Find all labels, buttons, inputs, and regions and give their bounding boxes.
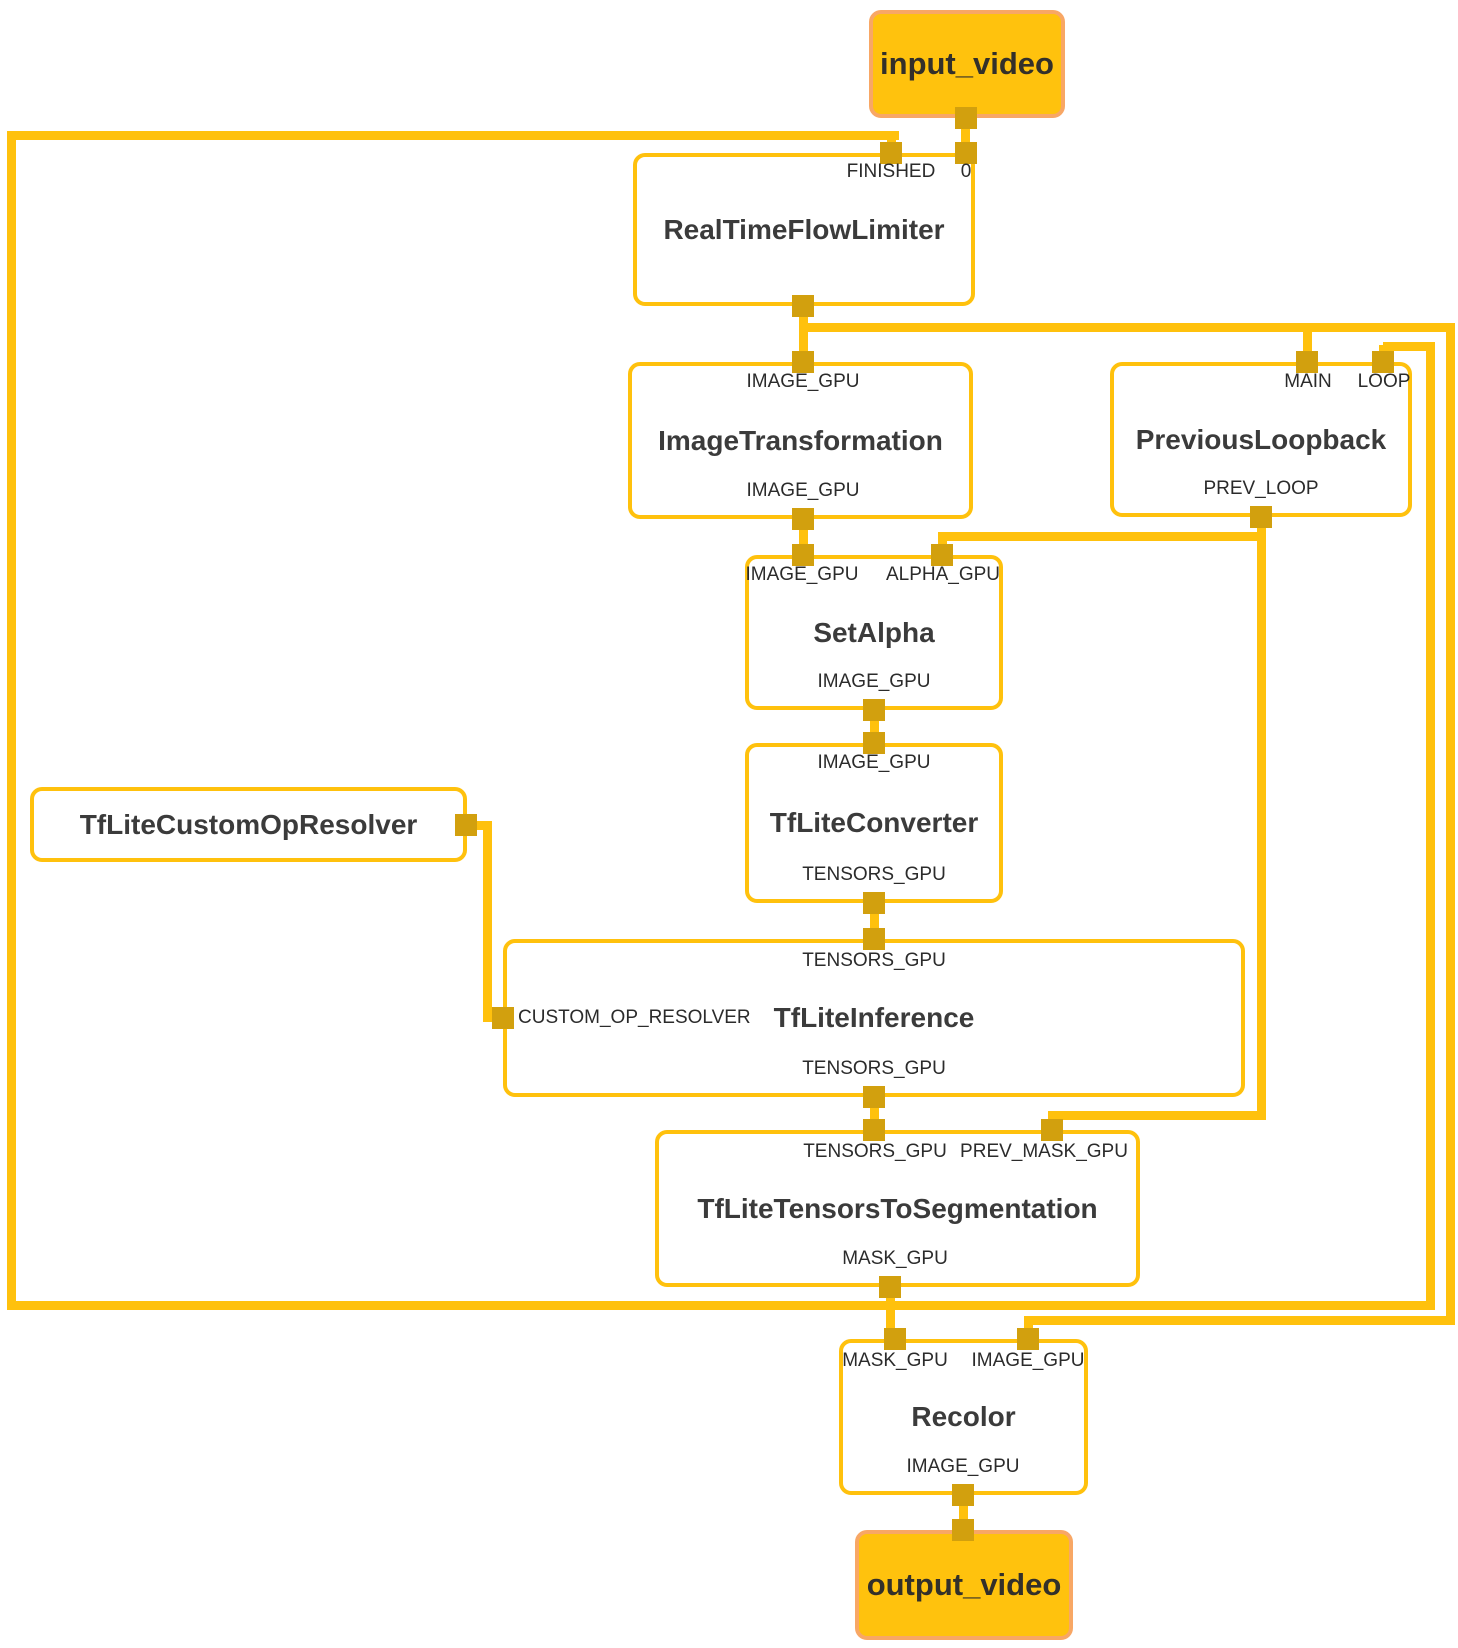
node-input-video[interactable]: input_video (869, 10, 1065, 118)
edge-mask-to-finished-left (7, 131, 16, 1310)
port-imagetransformation-out (792, 508, 814, 530)
node-title: TfLiteConverter (769, 807, 979, 838)
edge-converter-to-inference (870, 903, 879, 939)
edge-mask-to-loop-horizontal (1383, 342, 1435, 351)
edge-imagetransformation-to-setalpha (799, 519, 808, 555)
port-label-alpha-gpu-in: ALPHA_GPU (885, 564, 1001, 585)
node-tflitecustomopresolver[interactable]: TfLiteCustomOpResolver (30, 787, 467, 862)
node-previousloopback[interactable]: PreviousLoopback (1110, 362, 1412, 517)
port-imagetransformation-in (792, 351, 814, 373)
edge-flow-limiter-out-vertical (799, 306, 808, 362)
node-title: ImageTransformation (658, 424, 943, 456)
edge-branch-right-vertical (1446, 323, 1455, 1325)
port-recolor-out (952, 1484, 974, 1506)
port-output-video-in (952, 1519, 974, 1541)
edge-resolver-vertical (483, 821, 492, 1022)
port-label-finished: FINISHED (846, 161, 936, 182)
edge-inference-to-segmentation (870, 1097, 879, 1130)
port-segmentation-mask-out (879, 1276, 901, 1298)
edge-branch-to-recolor-drop (1024, 1316, 1033, 1339)
port-setalpha-image-in (792, 544, 814, 566)
port-label-tensors-gpu-in: TENSORS_GPU (803, 1141, 947, 1162)
edge-mask-bottom-horizontal (7, 1301, 1435, 1310)
port-label-image-gpu-in: IMAGE_GPU (746, 371, 860, 392)
port-converter-in (863, 732, 885, 754)
port-resolver-out (455, 814, 477, 836)
port-flowlimiter-finished (880, 142, 902, 164)
port-label-tensors-gpu-out: TENSORS_GPU (802, 864, 946, 885)
port-converter-out (863, 892, 885, 914)
edge-flow-limiter-out-branch (799, 323, 1455, 332)
node-title: TfLiteInference (773, 1002, 975, 1033)
node-title: TfLiteCustomOpResolver (79, 808, 418, 840)
port-label-mask-gpu-in: MASK_GPU (842, 1350, 948, 1371)
port-label-image-gpu-in: IMAGE_GPU (971, 1350, 1085, 1371)
port-label-image-gpu-out: IMAGE_GPU (906, 1456, 1020, 1477)
node-title: SetAlpha (813, 616, 935, 648)
port-flowlimiter-zero (955, 142, 977, 164)
edge-input-video-to-flow-limiter (961, 118, 970, 153)
edge-branch-to-recolor-horizontal (1024, 1316, 1455, 1325)
port-label-tensors-gpu-in: TENSORS_GPU (802, 950, 946, 971)
port-label-custom-op-resolver: CUSTOM_OP_RESOLVER (518, 1007, 751, 1028)
port-recolor-mask-in (884, 1328, 906, 1350)
port-label-loop: LOOP (1357, 371, 1411, 392)
edge-mask-drop-to-recolor (886, 1287, 895, 1339)
port-recolor-image-in (1017, 1328, 1039, 1350)
edge-prevloop-vertical (1257, 517, 1266, 1120)
edge-resolver-out-horizontal (466, 821, 492, 830)
node-output-video[interactable]: output_video (855, 1530, 1073, 1640)
port-label-main: MAIN (1284, 371, 1332, 392)
port-label-zero: 0 (960, 161, 972, 182)
port-label-image-gpu-out: IMAGE_GPU (746, 480, 860, 501)
edge-mask-right-vertical (1426, 342, 1435, 1310)
node-title: output_video (866, 1567, 1062, 1602)
port-inference-resolver-in (492, 1007, 514, 1029)
node-setalpha[interactable]: SetAlpha (745, 555, 1003, 710)
port-segmentation-tensors-in (863, 1119, 885, 1141)
edge-setalpha-to-converter (870, 710, 879, 743)
node-title: Recolor (911, 1401, 1016, 1432)
port-label-prev-mask-gpu-in: PREV_MASK_GPU (960, 1141, 1128, 1162)
port-previousloopback-loop (1372, 351, 1394, 373)
port-label-image-gpu-in: IMAGE_GPU (817, 752, 931, 773)
edge-mask-to-finished-top (7, 131, 899, 140)
node-tflitetensorstosegmentation[interactable]: TfLiteTensorsToSegmentation (655, 1130, 1140, 1287)
port-previousloopback-prevloop (1250, 506, 1272, 528)
port-setalpha-alpha-in (931, 544, 953, 566)
port-label-image-gpu-in: IMAGE_GPU (745, 564, 859, 585)
port-inference-tensors-in (863, 928, 885, 950)
edge-prevloop-to-alpha-drop (938, 532, 947, 555)
node-realtimeflowlimiter[interactable]: RealTimeFlowLimiter (633, 153, 975, 306)
node-title: PreviousLoopback (1135, 423, 1387, 455)
port-setalpha-out (863, 699, 885, 721)
node-title: input_video (880, 46, 1054, 81)
node-title: RealTimeFlowLimiter (663, 213, 945, 245)
edge-branch-to-main-drop (1303, 326, 1312, 362)
port-label-mask-gpu-out: MASK_GPU (842, 1248, 948, 1269)
port-label-tensors-gpu-out: TENSORS_GPU (802, 1058, 946, 1079)
edge-recolor-to-output-video (959, 1495, 968, 1530)
port-segmentation-prevmask-in (1041, 1119, 1063, 1141)
port-flowlimiter-out (792, 295, 814, 317)
edge-prevloop-to-alpha-horizontal (938, 532, 1266, 541)
port-previousloopback-main (1296, 351, 1318, 373)
port-input-video-out (955, 107, 977, 129)
edge-prevloop-to-prevmask-horizontal (1048, 1111, 1266, 1120)
port-label-image-gpu-out: IMAGE_GPU (817, 671, 931, 692)
node-title: TfLiteTensorsToSegmentation (697, 1192, 1098, 1224)
port-label-prev-loop: PREV_LOOP (1203, 478, 1319, 499)
port-inference-out (863, 1086, 885, 1108)
